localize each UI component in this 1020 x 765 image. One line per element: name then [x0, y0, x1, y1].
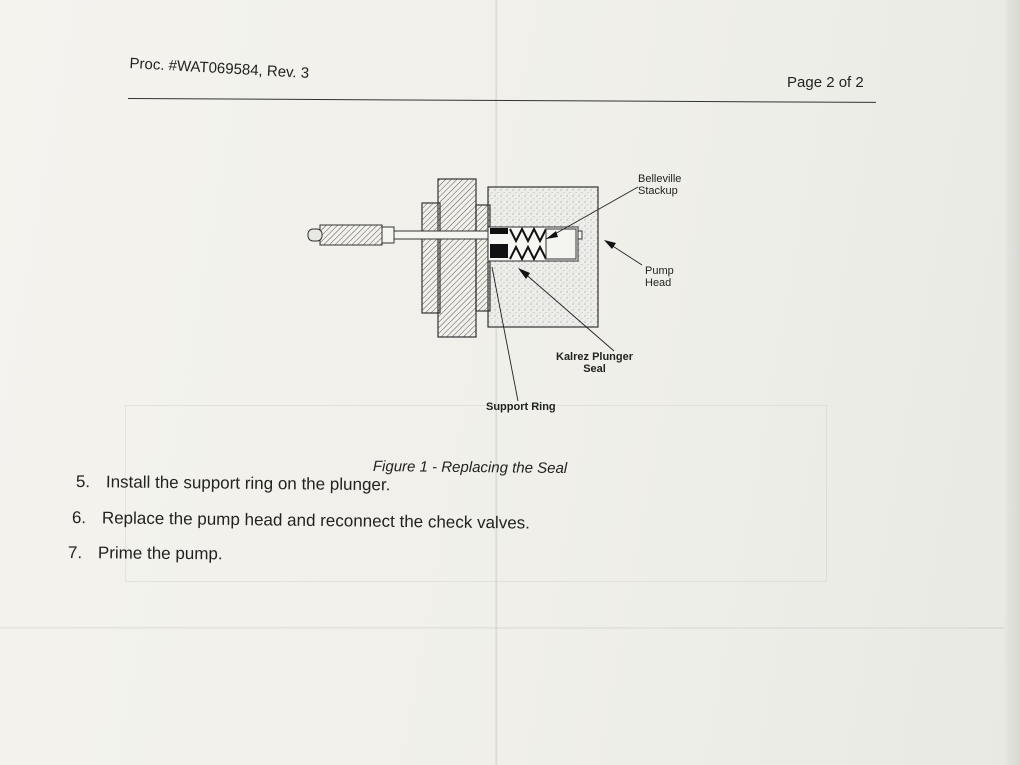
- label-belleville-line: Belleville Stackup: [638, 173, 682, 197]
- step-7: 7. Prime the pump.: [68, 543, 223, 564]
- belleville-stackup-bottom: [509, 244, 547, 262]
- step-number: 6.: [71, 508, 87, 528]
- flange-outer: [437, 178, 477, 338]
- step-text: Prime the pump.: [97, 543, 223, 564]
- page-number: Page 2 of 2: [787, 74, 864, 91]
- step-text: Replace the pump head and reconnect the …: [101, 508, 531, 533]
- seal-diagram: [307, 178, 643, 402]
- figure-caption: Figure 1 - Replacing the Seal: [372, 458, 568, 478]
- step-number: 5.: [75, 472, 91, 492]
- support-ring: [490, 228, 508, 234]
- label-support-ring: Support Ring: [486, 401, 556, 413]
- step-text: Install the support ring on the plunger.: [105, 472, 391, 495]
- label-belleville-stackup: Belleville Stackup: [638, 173, 681, 197]
- plunger-tip: [307, 228, 323, 242]
- label-pump-head-text: Pump Head: [645, 265, 674, 289]
- label-kalrez-text: Kalrez Plunger Seal: [556, 351, 634, 375]
- paper-fold-vertical: [495, 0, 498, 765]
- paper-fold-horizontal: [0, 626, 1005, 629]
- background-surface: [1005, 0, 1020, 765]
- kalrez-seal: [490, 244, 508, 258]
- step-number: 7.: [67, 543, 83, 563]
- flange-left-step: [421, 202, 441, 314]
- label-kalrez-seal: Kalrez Plunger Seal: [556, 351, 633, 375]
- plunger-spring-section: [319, 224, 383, 246]
- seal-insert: [545, 228, 577, 260]
- belleville-stackup-top: [509, 226, 547, 244]
- bleed-through-table: [125, 405, 827, 582]
- step-5: 5. Install the support ring on the plunge…: [76, 472, 391, 495]
- label-pump-head: Pump Head: [645, 265, 674, 289]
- plunger-collar: [381, 226, 395, 244]
- label-support-ring-text: Support Ring: [486, 401, 556, 413]
